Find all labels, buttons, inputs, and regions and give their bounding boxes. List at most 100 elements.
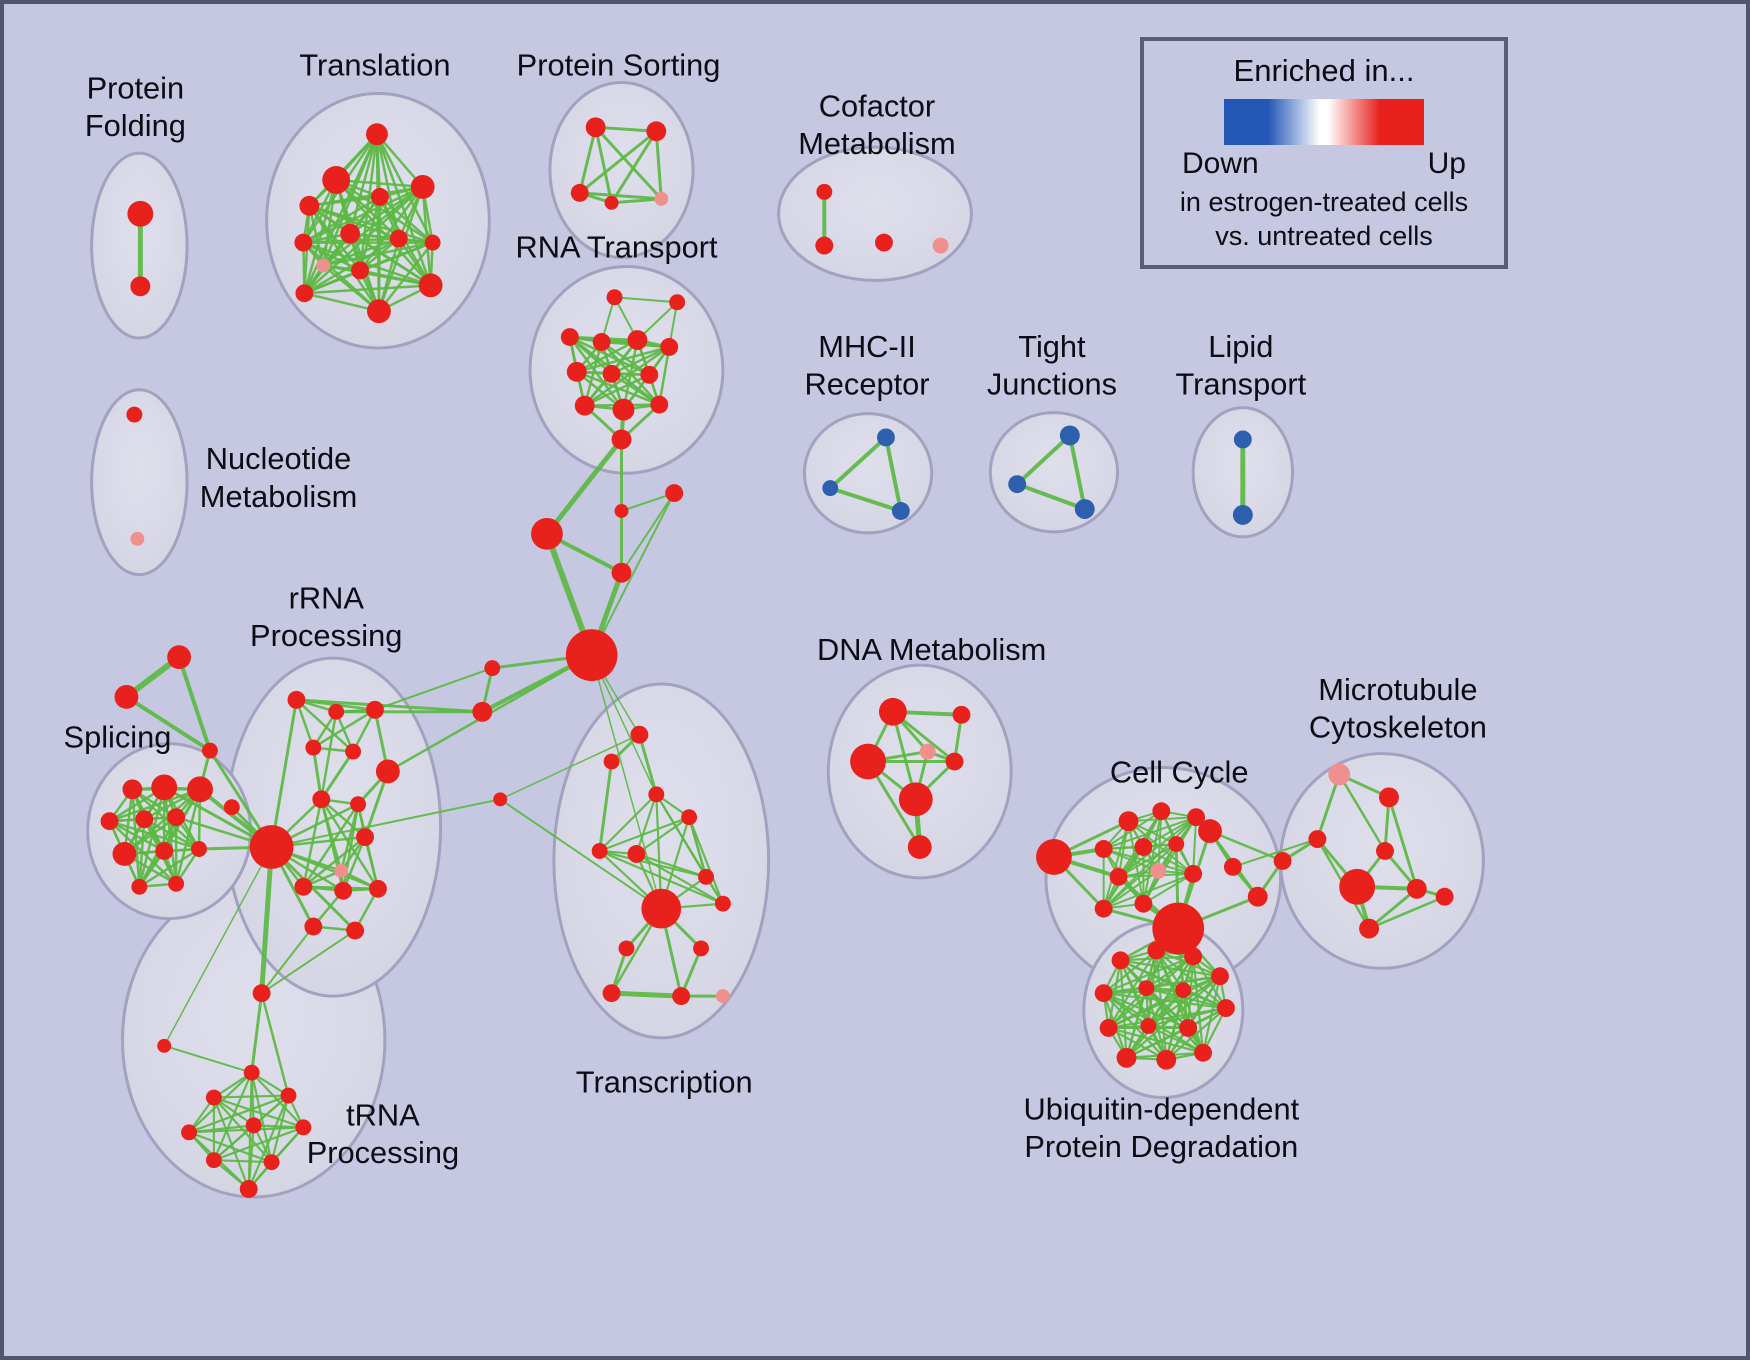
edge (260, 991, 290, 1097)
edge (1147, 1024, 1205, 1054)
gene-set-node (187, 776, 213, 803)
edge (247, 1124, 255, 1191)
edge (613, 296, 679, 304)
edge (303, 237, 401, 295)
gene-set-node (1187, 808, 1206, 827)
edge (322, 241, 434, 267)
edge (1367, 895, 1446, 930)
edge (610, 345, 671, 376)
cluster-label-transcription: Transcription (576, 1065, 753, 1100)
cluster-ellipse-cofactor-metabolism (777, 145, 973, 282)
gene-set-node (1359, 918, 1380, 939)
gene-set-node (1339, 868, 1376, 905)
gene-set-node (565, 629, 618, 681)
edge (212, 1126, 305, 1162)
gene-set-node (714, 895, 731, 912)
edge (688, 816, 724, 905)
gene-set-node (1435, 887, 1454, 906)
edge (883, 435, 903, 513)
edge (594, 125, 658, 133)
edge (1315, 772, 1341, 841)
gene-set-node (891, 502, 910, 520)
edge (320, 798, 380, 891)
edge (1165, 1006, 1228, 1061)
gene-set-node (945, 752, 964, 771)
gene-set-node (127, 200, 154, 227)
gene-set-node (603, 753, 620, 770)
gene-set-node (1140, 1018, 1157, 1034)
cluster-label-protein-sorting: Protein Sorting (517, 48, 721, 83)
gene-set-node (346, 921, 365, 940)
edge (1338, 773, 1387, 853)
gene-set-node (100, 812, 119, 831)
gene-set-node (878, 697, 907, 726)
gene-set-node (1156, 1049, 1177, 1070)
gene-set-node (205, 1152, 222, 1169)
edge (138, 847, 201, 889)
edge (1107, 987, 1148, 1030)
gene-set-node (1008, 475, 1027, 494)
edge (1107, 1026, 1168, 1061)
edge (1165, 989, 1185, 1061)
gene-set-node (646, 121, 667, 142)
gene-set-node (669, 294, 686, 311)
edge (637, 733, 658, 796)
gene-set-node (604, 195, 619, 210)
edge (375, 132, 434, 244)
edge (187, 1094, 290, 1134)
gene-set-node (850, 743, 886, 780)
gene-set-node (1194, 1043, 1213, 1062)
gene-set-node (1118, 811, 1139, 832)
edge (620, 492, 676, 512)
edge (320, 710, 338, 801)
edge (322, 264, 381, 313)
edge (421, 185, 432, 287)
gene-set-node (366, 123, 388, 146)
gene-set-node (611, 429, 632, 450)
nodes-layer (100, 117, 1454, 1198)
gene-set-node (367, 299, 391, 324)
edge (247, 1094, 290, 1191)
gene-set-node (328, 703, 345, 720)
edge (575, 345, 671, 374)
edge (1142, 872, 1195, 905)
edge (1102, 949, 1158, 995)
gene-set-node (1111, 951, 1130, 970)
edge (302, 195, 382, 244)
gene-set-node (334, 881, 353, 900)
gene-set-node (611, 562, 632, 583)
gene-set-node (815, 236, 834, 255)
edge (590, 492, 676, 657)
edge (499, 798, 663, 910)
gene-set-node (294, 233, 313, 252)
cluster-ellipse-nucleotide-metabolism (90, 388, 189, 577)
edge (302, 185, 424, 244)
gene-set-node (305, 739, 322, 756)
gene-set-node (1198, 819, 1222, 844)
gene-set-node (876, 428, 895, 447)
edge (295, 698, 355, 753)
edge (1117, 843, 1178, 878)
legend-down-label: Down (1182, 147, 1259, 180)
edge (1387, 795, 1419, 891)
gene-set-node (316, 258, 331, 273)
gene-set-node (1138, 980, 1155, 997)
gene-set-node (1168, 836, 1185, 852)
legend-caption: in estrogen-treated cells vs. untreated … (1144, 185, 1504, 253)
gene-set-node (1152, 802, 1171, 821)
gene-set-node (1099, 1018, 1118, 1037)
gene-set-node (130, 531, 145, 546)
edge (187, 1126, 305, 1134)
edge (610, 129, 658, 205)
gene-set-node (640, 365, 659, 384)
gene-set-node (245, 1117, 262, 1134)
gene-set-node (672, 987, 691, 1006)
edge (348, 132, 379, 235)
gene-set-node (602, 984, 621, 1003)
edge (303, 284, 432, 295)
